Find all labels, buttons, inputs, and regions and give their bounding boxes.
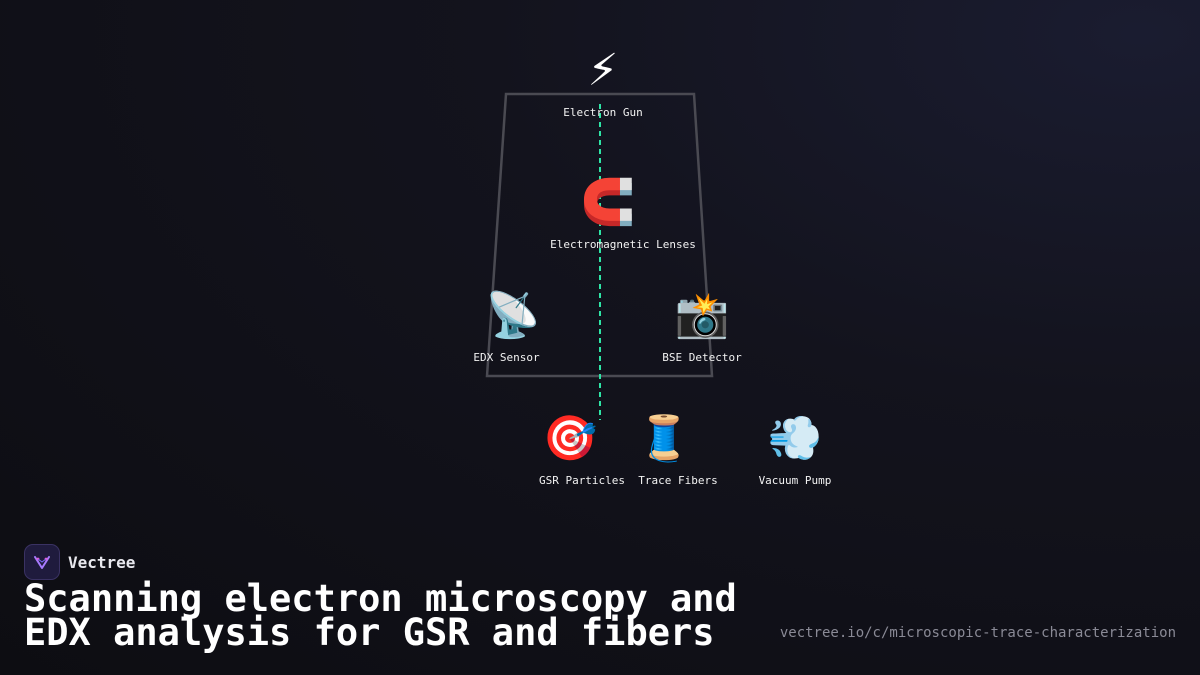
node-trace-fibers: 🧵 Trace Fibers — [564, 412, 764, 487]
satellite-dish-icon: 📡 — [485, 290, 541, 341]
node-label: Electromagnetic Lenses — [550, 238, 696, 251]
node-label: GSR Particles — [538, 474, 626, 487]
target-icon: 🎯 — [542, 413, 598, 464]
wind-gust-icon: 💨 — [767, 413, 823, 464]
title-line-1: Scanning electron microscopy and — [24, 577, 737, 620]
source-url: vectree.io/c/microscopic-trace-character… — [779, 625, 1176, 641]
node-label: Trace Fibers — [638, 474, 718, 487]
node-bse-detector: 📸 BSE Detector — [602, 289, 802, 364]
brand-name: Vectree — [68, 552, 136, 572]
node-label: BSE Detector — [662, 351, 742, 364]
vacuum-chamber-outline — [485, 92, 714, 378]
node-electron-gun: ⚡ Electron Gun — [503, 44, 703, 119]
node-label: Electron Gun — [563, 106, 643, 119]
thread-spool-icon: 🧵 — [636, 413, 692, 464]
node-vacuum-pump: 💨 Vacuum Pump — [695, 412, 895, 487]
title-line-2: EDX analysis for GSR and fibers — [24, 611, 715, 654]
node-label: Vacuum Pump — [758, 474, 832, 487]
vectree-logo-icon — [24, 544, 60, 580]
node-gsr-particles: 🎯 GSR Particles — [470, 412, 670, 487]
node-edx-sensor: 📡 EDX Sensor — [413, 289, 613, 364]
brand: Vectree — [24, 544, 135, 580]
page-title: Scanning electron microscopy and EDX ana… — [24, 580, 764, 651]
magnet-icon: 🧲 — [580, 177, 636, 228]
camera-flash-icon: 📸 — [674, 290, 730, 341]
lightning-icon: ⚡ — [587, 45, 619, 96]
node-electromagnetic-lenses: 🧲 Electromagnetic Lenses — [508, 176, 708, 251]
node-label: EDX Sensor — [473, 351, 540, 364]
